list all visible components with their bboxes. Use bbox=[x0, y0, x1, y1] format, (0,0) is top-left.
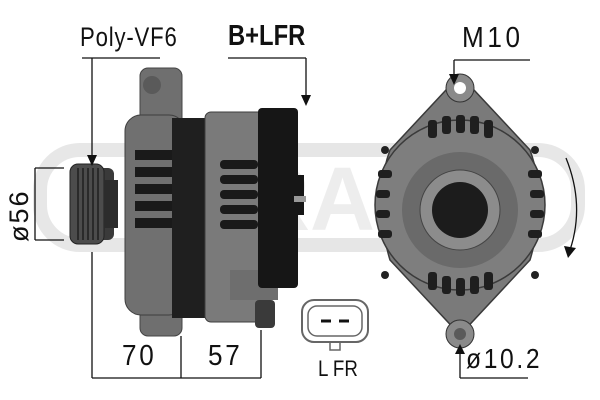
terminal-label: B+LFR bbox=[228, 20, 306, 52]
mount-thread-label: M10 bbox=[462, 22, 524, 54]
pulley-type-label: Poly-VF6 bbox=[80, 22, 178, 52]
connector-diagram bbox=[301, 299, 369, 351]
alternator-side-view bbox=[69, 67, 306, 337]
arrowheads bbox=[87, 74, 576, 354]
mount-hole-diameter-label: ø10.2 bbox=[466, 343, 543, 374]
pulley bbox=[69, 163, 118, 245]
dimension-lines bbox=[34, 57, 578, 379]
pulley-diameter-label: ø56 bbox=[4, 189, 34, 242]
length-rear-label: 57 bbox=[208, 340, 243, 372]
length-front-label: 70 bbox=[122, 340, 157, 372]
alternator-front-view bbox=[374, 73, 546, 349]
connector-pins-label: L FR bbox=[318, 356, 358, 381]
